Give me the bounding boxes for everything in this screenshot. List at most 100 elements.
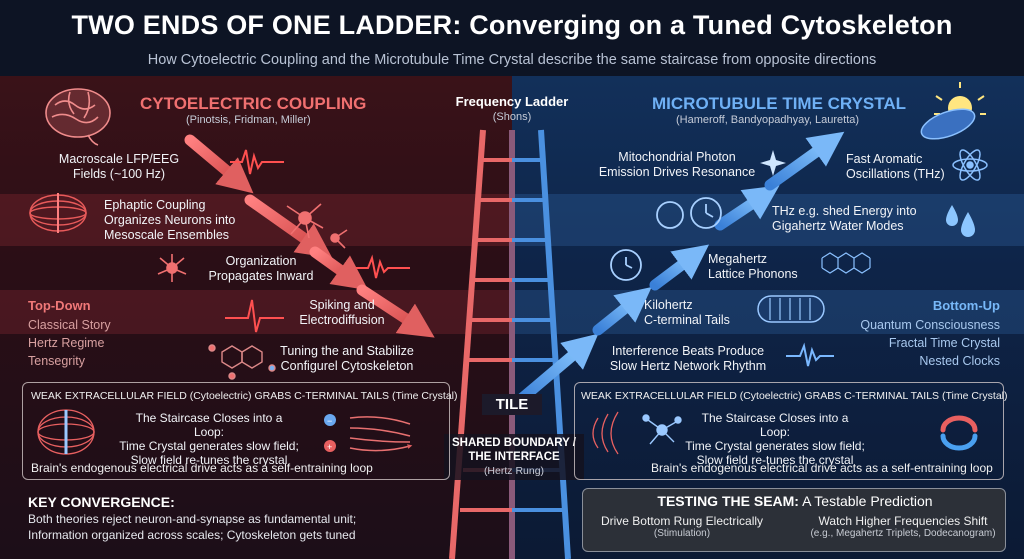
step-line: C-terminal Tails	[644, 313, 730, 327]
key-convergence-heading: KEY CONVERGENCE:	[28, 494, 175, 510]
step-line: Electrodiffusion	[299, 313, 385, 327]
step-line: Megahertz	[708, 252, 768, 266]
right-step: Megahertz Lattice Phonons	[708, 252, 818, 282]
list-item: Hertz Regime	[28, 336, 105, 350]
list-item: Fractal Time Crystal	[888, 336, 1000, 350]
right-heading: MICROTUBULE TIME CRYSTAL	[652, 94, 907, 113]
page-subtitle: How Cytoelectric Coupling and the Microt…	[147, 52, 877, 68]
step-line: Organizes Neurons into	[104, 213, 236, 227]
seam-heading-bold: TESTING THE SEAM:	[657, 493, 799, 509]
step-line: Tuning the and Stabilize	[280, 344, 414, 358]
loop-footer: Brain's endogenous electrical drive acts…	[651, 461, 993, 475]
dipole-icon	[37, 409, 95, 455]
right-step: Kilohertz C-terminal Tails	[644, 298, 754, 328]
left-step: Ephaptic Coupling Organizes Neurons into…	[104, 198, 274, 243]
atom-icon	[952, 149, 988, 181]
eeg-wave-icon	[356, 254, 410, 279]
field-lines-icon: − +	[324, 414, 410, 452]
list-item: Nested Clocks	[919, 354, 1000, 368]
svg-text:+: +	[327, 442, 332, 452]
step-line: Fast Aromatic	[846, 152, 923, 166]
right-step: THz e.g. shed Energy into Gigahertz Wate…	[772, 204, 942, 234]
loop-line: Time Crystal generates slow field;	[119, 439, 299, 453]
step-line: Mesoscale Ensembles	[104, 228, 230, 242]
step-line: Interference Beats Produce	[611, 344, 765, 358]
right-step: Fast Aromatic Oscillations (THz)	[846, 152, 956, 182]
bottom-up-list: Quantum Consciousness Fractal Time Cryst…	[830, 316, 1000, 370]
svg-text:−: −	[327, 416, 332, 426]
left-step: Spiking and Electrodiffusion	[282, 298, 402, 328]
field-lines-icon	[29, 193, 87, 233]
left-authors: (Pinotsis, Fridman, Miller)	[186, 114, 311, 126]
seam-right-sub: (e.g., Megahertz Triplets, Dodecanogram)	[810, 528, 996, 539]
key-convergence-line: Information organized across scales; Cyt…	[28, 528, 356, 542]
spike-icon	[225, 299, 284, 333]
left-step: Macroscale LFP/EEG Fields (~100 Hz)	[44, 152, 194, 182]
left-step: Organization Propagates Inward	[196, 254, 326, 284]
boundary-line: SHARED BOUNDARY /	[452, 437, 576, 449]
loop-line: The Staircase Closes into a Loop:	[701, 411, 849, 439]
step-line: Slow Hertz Network Rhythm	[609, 359, 767, 373]
top-down-heading: Top-Down	[28, 298, 91, 313]
ladder-subheading: (Shons)	[492, 111, 532, 123]
loop-line: Slow field re-tunes the crystal	[696, 453, 854, 467]
seam-right-label: Watch Higher Frequencies Shift	[818, 514, 988, 528]
microtubule-icon	[757, 295, 825, 323]
seam-right: Watch Higher Frequencies Shift (e.g., Me…	[805, 514, 1001, 539]
neuron-icon	[157, 254, 187, 282]
list-item: Classical Story	[28, 318, 111, 332]
step-line: Oscillations (THz)	[846, 167, 945, 181]
loop-caption: WEAK EXTRACELLULAR FIELD (Cytoelectric) …	[581, 390, 1008, 402]
clock-icon	[656, 197, 722, 229]
boundary-line: (Hertz Rung)	[483, 465, 545, 477]
right-authors: (Hameroff, Bandyopadhyay, Lauretta)	[676, 114, 860, 126]
sparkle-icon	[760, 150, 786, 176]
top-down-arrows	[184, 134, 435, 338]
right-step: Interference Beats Produce Slow Hertz Ne…	[598, 344, 778, 374]
left-heading: CYTOELECTRIC COUPLING	[140, 94, 367, 113]
seam-left-sub: (Stimulation)	[653, 528, 711, 539]
list-item: Quantum Consciousness	[860, 318, 1000, 332]
step-line: THz e.g. shed Energy into	[772, 204, 917, 218]
boundary-line: THE INTERFACE	[468, 451, 560, 463]
seam-left: Drive Bottom Rung Electrically (Stimulat…	[591, 514, 773, 539]
eeg-wave-icon	[786, 342, 834, 367]
seam-left-label: Drive Bottom Rung Electrically	[600, 514, 764, 528]
loop-footer: Brain's endogenous electrical drive acts…	[31, 461, 373, 475]
loop-line: Slow field re-tunes the crystal	[130, 453, 288, 467]
step-line: Configurel Cytoskeleton	[280, 359, 414, 373]
loop-line: The Staircase Closes into a Loop:	[135, 411, 283, 439]
loop-text: The Staircase Closes into a Loop: Time C…	[119, 411, 299, 467]
step-line: Kilohertz	[644, 298, 693, 312]
loop-caption: WEAK EXTRACELLULAR FIELD (Cytoelectric) …	[31, 390, 458, 402]
lattice-icon	[821, 252, 871, 274]
bottom-up-heading: Bottom-Up	[932, 298, 1000, 313]
left-step: Tuning the and Stabilize Configurel Cyto…	[262, 344, 432, 374]
lamp-icon	[920, 82, 986, 140]
loop-line: Time Crystal generates slow field;	[685, 439, 865, 453]
step-line: Propagates Inward	[208, 269, 314, 283]
step-line: Fields (~100 Hz)	[72, 167, 166, 181]
molecule-icon	[208, 344, 276, 380]
loop-text: The Staircase Closes into a Loop: Time C…	[685, 411, 865, 467]
step-line: Emission Drives Resonance	[598, 165, 756, 179]
water-drop-icon	[946, 205, 975, 237]
step-line: Lattice Phonons	[708, 267, 798, 281]
step-line: Spiking and	[309, 298, 375, 312]
list-item: Tensegrity	[28, 354, 85, 368]
step-line: Macroscale LFP/EEG	[58, 152, 180, 166]
loop-arrows-icon	[940, 415, 978, 451]
key-convergence-line: Both theories reject neuron-and-synapse …	[28, 512, 357, 526]
seam-heading: TESTING THE SEAM: A Testable Prediction	[583, 493, 1007, 509]
neuron-icon	[286, 203, 348, 249]
page-title: TWO ENDS OF ONE LADDER: Converging on a …	[71, 10, 953, 40]
right-step: Mitochondrial Photon Emission Drives Res…	[592, 150, 762, 180]
step-line: Organization	[225, 254, 297, 268]
bottom-up-arrows	[514, 131, 845, 406]
loop-box-left: WEAK EXTRACELLULAR FIELD (Cytoelectric) …	[22, 382, 458, 480]
frequency-ladder	[449, 129, 571, 559]
step-line: Ephaptic Coupling	[104, 198, 206, 212]
top-down-list: Classical Story Hertz Regime Tensegrity	[28, 316, 111, 370]
ladder-heading: Frequency Ladder	[455, 94, 569, 109]
clock-icon	[610, 249, 642, 281]
